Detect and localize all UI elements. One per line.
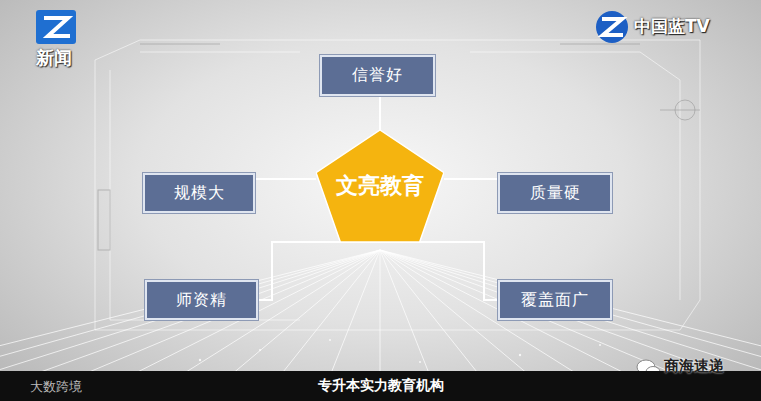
node-text: 覆盖面广 [521, 290, 589, 311]
connector-line [258, 242, 380, 300]
connector-line [379, 96, 381, 130]
connector-line [380, 242, 498, 300]
watermark: 商海速递 [664, 357, 724, 376]
feature-box: 规模大 [143, 173, 255, 213]
node-text: 质量硬 [530, 183, 581, 204]
connector-line [255, 178, 316, 180]
center-pentagon: 文亮教育 [316, 130, 444, 242]
watermark: 大数跨境 [30, 378, 82, 396]
connector-line [444, 178, 498, 180]
caption: 专升本实力教育机构 [0, 377, 761, 395]
node-text: 文亮教育 [336, 171, 424, 201]
channel-logo-text: 新闻 [36, 46, 72, 70]
node-text: 规模大 [174, 183, 225, 204]
channel-logo-text: 中国蓝TV [634, 15, 710, 38]
feature-box: 师资精 [145, 280, 258, 320]
feature-box: 信誉好 [320, 55, 435, 96]
node-text: 信誉好 [352, 65, 403, 86]
feature-box: 质量硬 [498, 173, 612, 213]
node-text: 师资精 [176, 290, 227, 311]
feature-box: 覆盖面广 [498, 280, 612, 320]
